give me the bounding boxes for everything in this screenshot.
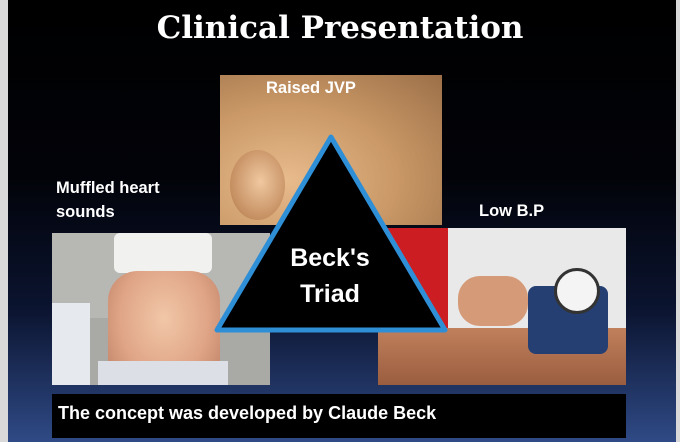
footer-bar <box>52 394 626 438</box>
sheet-shape <box>98 361 228 385</box>
hand-shape <box>458 276 528 326</box>
triangle-line1: Beck's <box>290 244 370 272</box>
label-muffled-line1: Muffled heart <box>56 179 160 197</box>
right-edge <box>676 0 680 442</box>
footer-text: The concept was developed by Claude Beck <box>58 403 437 423</box>
label-low-bp: Low B.P <box>479 202 545 220</box>
triangle-label: Beck's Triad <box>255 240 405 312</box>
triangle-line2: Triad <box>300 280 360 308</box>
bp-gauge-icon <box>554 268 600 314</box>
chest-photo <box>52 233 270 385</box>
ear-shape <box>230 150 285 220</box>
slide-title: Clinical Presentation <box>156 10 524 46</box>
label-raised-jvp: Raised JVP <box>266 79 356 97</box>
doctor-coat-shape <box>52 303 90 385</box>
pillow-shape <box>114 233 212 273</box>
label-muffled-line2: sounds <box>56 203 115 221</box>
left-edge <box>0 0 8 442</box>
